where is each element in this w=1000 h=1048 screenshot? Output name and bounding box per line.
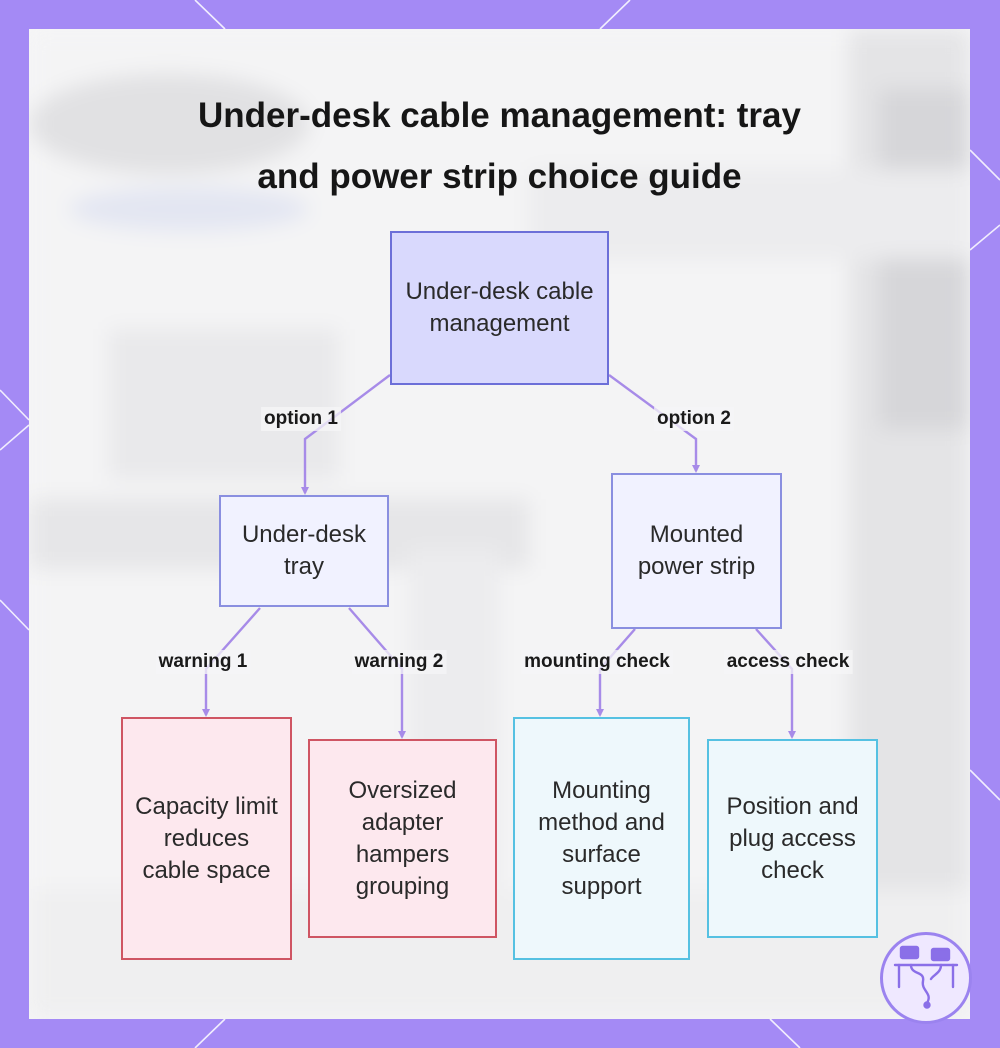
title-line-1: Under-desk cable management: tray bbox=[198, 96, 801, 135]
node-mounted-power-strip: Mounted power strip bbox=[611, 473, 782, 629]
node-oversized-adapter: Oversized adapter hampers grouping bbox=[308, 739, 497, 938]
node-under-desk-cable-management: Under-desk cable management bbox=[390, 231, 609, 385]
connector-option-1 bbox=[301, 374, 391, 495]
edge-label-mounting-check: mounting check bbox=[521, 650, 673, 674]
logo-glyph bbox=[893, 945, 959, 1009]
edge-label-warning-2: warning 2 bbox=[351, 650, 447, 674]
edge-label-option-2: option 2 bbox=[654, 407, 734, 431]
edge-label-access-check: access check bbox=[723, 650, 853, 674]
title-line-2: and power strip choice guide bbox=[257, 157, 742, 196]
flowchart: Under-desk cable management Under-desk t… bbox=[29, 29, 970, 1019]
node-under-desk-tray: Under-desk tray bbox=[219, 495, 389, 607]
node-position-plug-access: Position and plug access check bbox=[707, 739, 878, 938]
node-mounting-method: Mounting method and surface support bbox=[513, 717, 690, 960]
connector-access-check bbox=[755, 628, 796, 739]
content-panel: Under-desk cable management: tray and po… bbox=[29, 29, 970, 1019]
connector-option-2 bbox=[608, 374, 700, 473]
edge-label-warning-1: warning 1 bbox=[155, 650, 251, 674]
diagram-title: Under-desk cable management: tray and po… bbox=[29, 85, 970, 207]
desk-cable-logo-icon bbox=[880, 932, 972, 1024]
edge-label-option-1: option 1 bbox=[261, 407, 341, 431]
node-capacity-limit: Capacity limit reduces cable space bbox=[121, 717, 292, 960]
